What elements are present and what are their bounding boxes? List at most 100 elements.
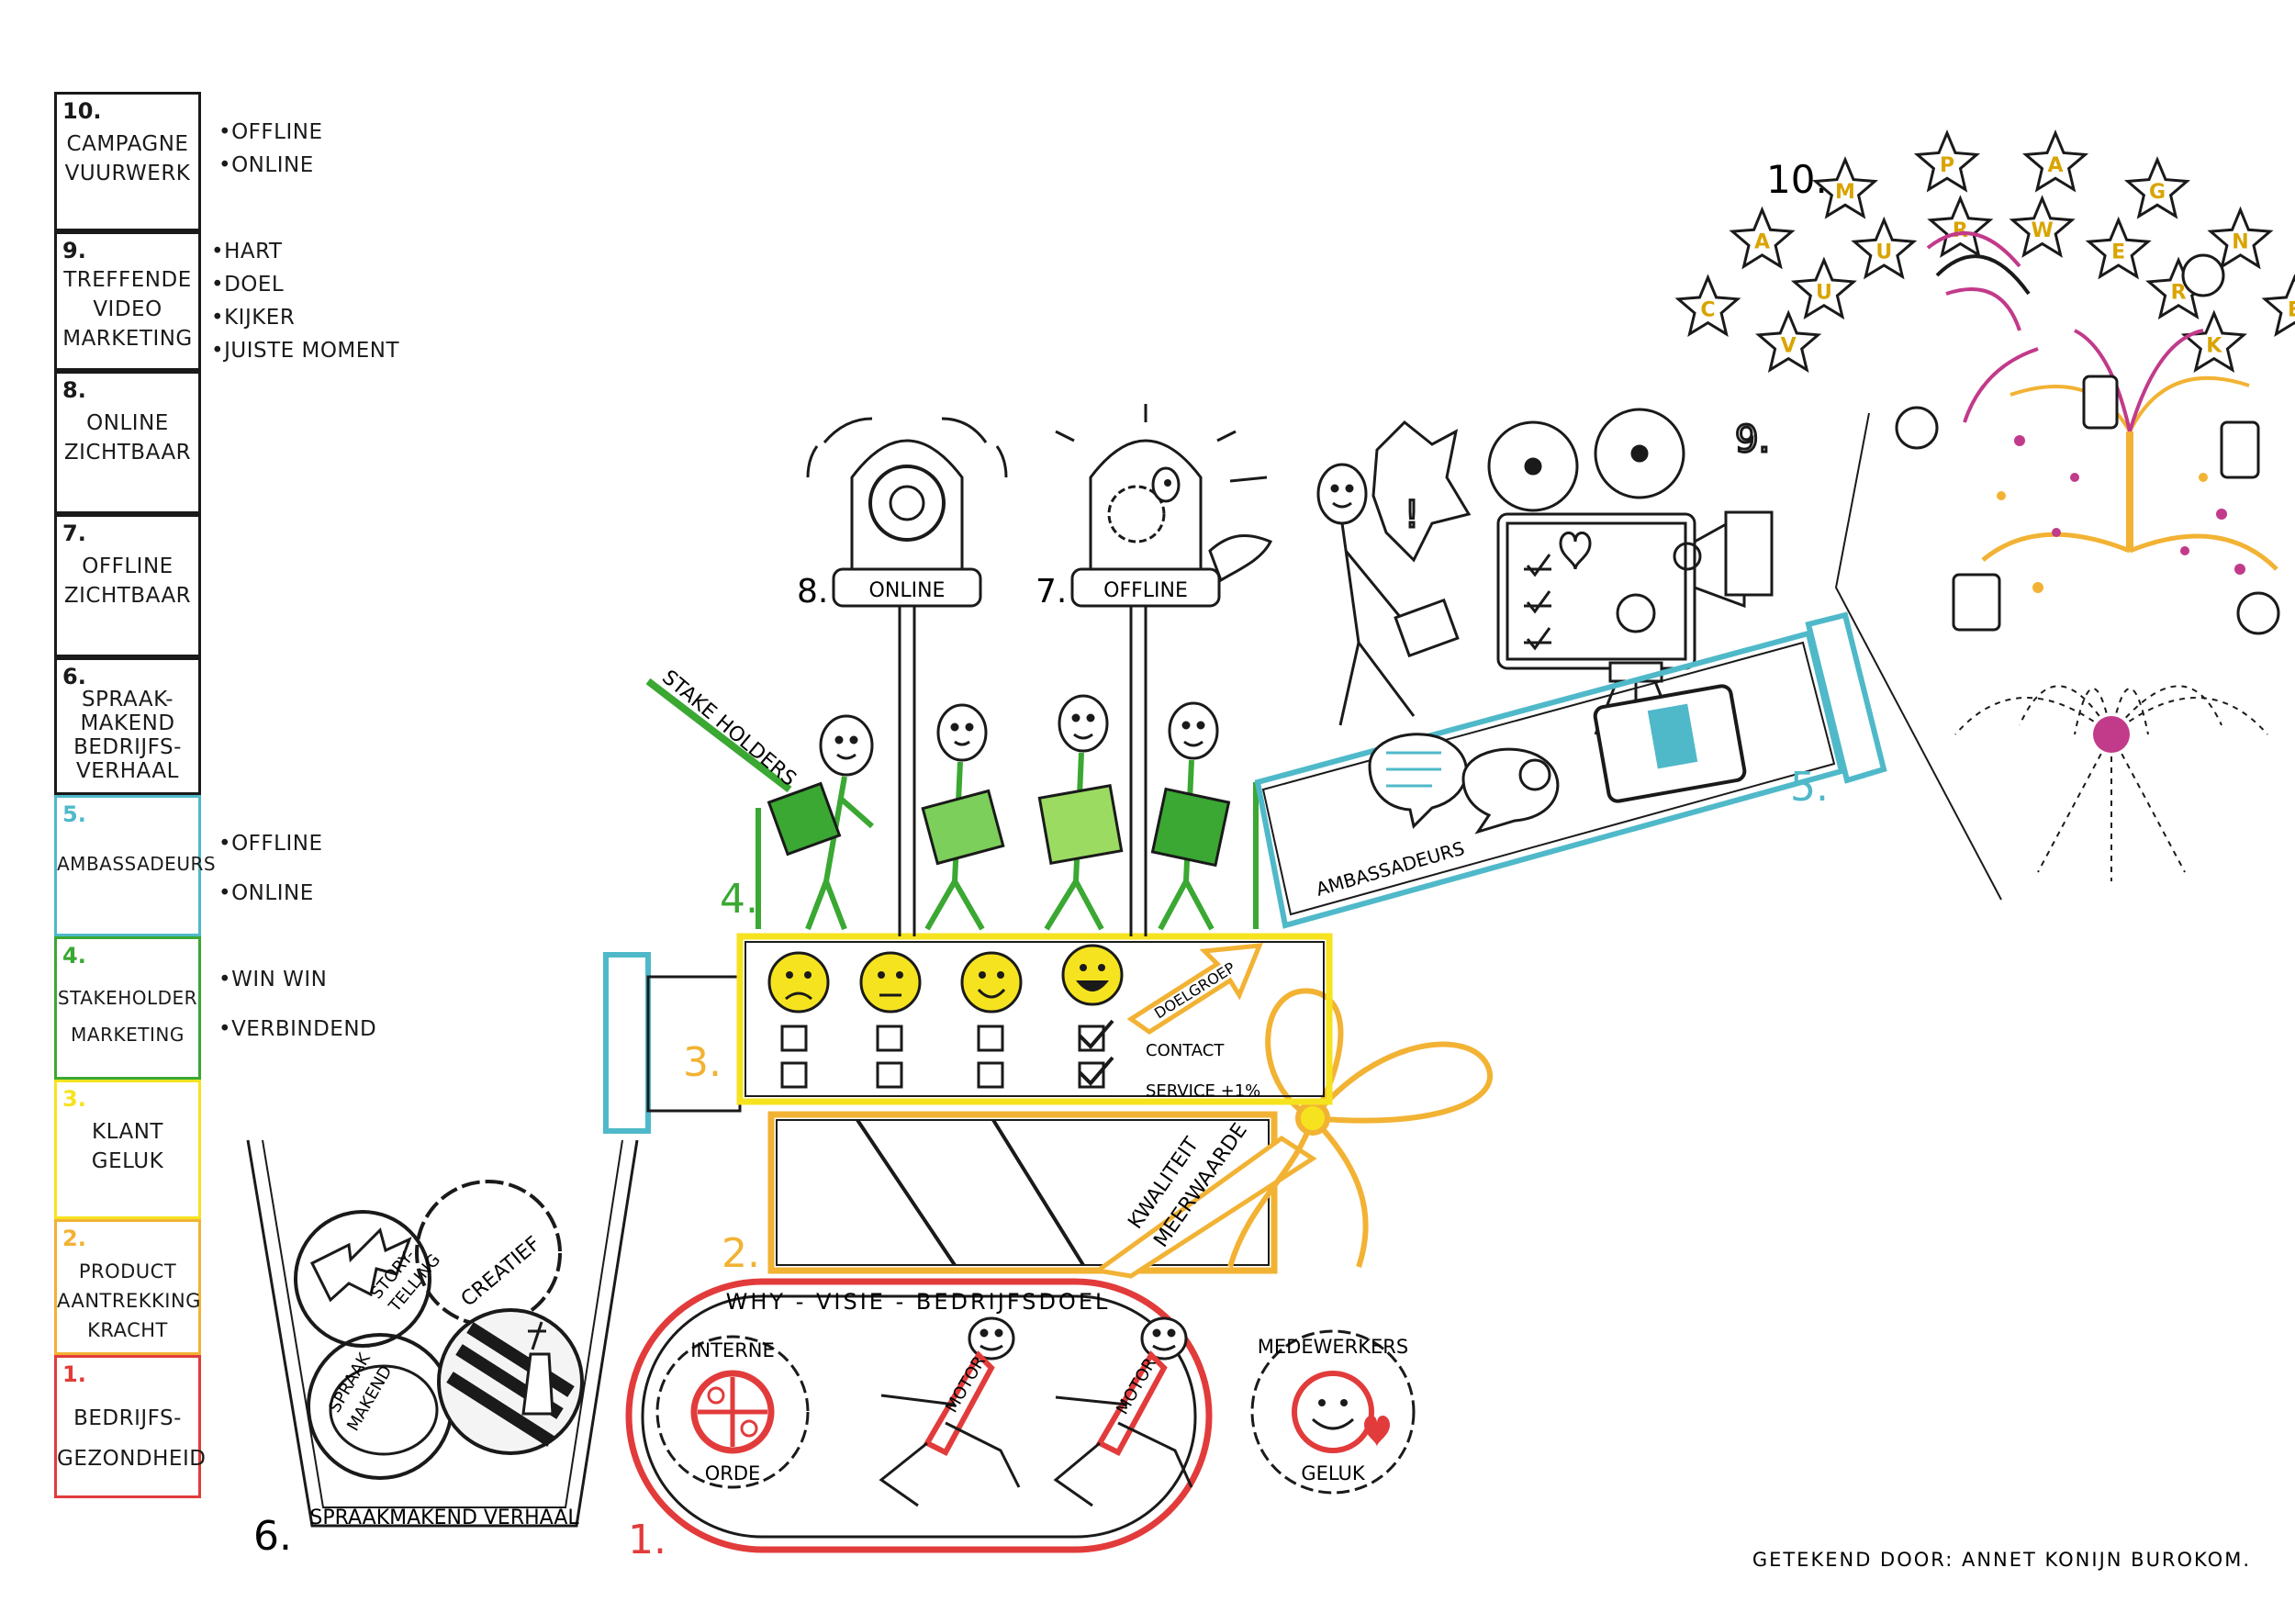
star-icon	[1913, 129, 1981, 193]
bullet-item: JUISTE MOMENT	[211, 334, 399, 367]
legend-cell-stakeholder: 4. STAKEHOLDER MARKETING	[54, 936, 201, 1080]
star-icon	[1755, 309, 1822, 373]
legend-label: KLANT GELUK	[91, 1120, 164, 1173]
chat-bubble-icon	[2181, 253, 2225, 297]
legend-label: ONLINE ZICHTBAAR	[63, 411, 192, 465]
legend-label: PRODUCT AANTREKKING KRACHT	[57, 1260, 201, 1341]
bullet-item: WIN WIN	[218, 955, 376, 1004]
legend-number: 4.	[62, 943, 86, 969]
online-light-text: ONLINE	[869, 579, 946, 602]
star-icon	[2021, 129, 2089, 193]
legend-label: OFFLINE ZICHTBAAR	[63, 554, 192, 608]
idea-figure: !	[1316, 420, 1472, 726]
interne-orde-gear: INTERNE ORDE	[655, 1335, 810, 1489]
step-number-7: 7.	[1036, 573, 1067, 610]
bullet-item: ONLINE	[218, 149, 322, 182]
star-letter: E	[2111, 241, 2125, 264]
smiley-neutral	[859, 951, 922, 1014]
offline-light: OFFLINE 7.	[1036, 404, 1273, 936]
heart-icon	[1559, 532, 1592, 570]
bullet-item: OFFLINE	[218, 819, 322, 868]
stakeholders-label: STAKE HOLDERS	[657, 666, 800, 790]
checkbox-column	[780, 1019, 1114, 1089]
legend-number: 6.	[62, 664, 86, 689]
star-letter: V	[1781, 334, 1797, 357]
legend-cell-offline: 7. OFFLINE ZICHTBAAR	[54, 514, 201, 657]
legend-number: 8.	[62, 377, 86, 403]
legend-label: BEDRIJFS- GEZONDHEID	[57, 1406, 207, 1471]
legend-label: CAMPAGNE VUURWERK	[64, 132, 191, 185]
bullets-campagne: OFFLINE ONLINE	[218, 116, 322, 182]
storytelling-ball	[294, 1210, 431, 1348]
smiley-happy	[960, 951, 1023, 1014]
artist-credit: GETEKEND DOOR: ANNET KONIJN BUROKOM.	[1752, 1549, 2251, 1571]
star-letter: U	[1816, 281, 1832, 304]
star-icon	[2207, 206, 2274, 270]
heart-icon	[1364, 1415, 1390, 1447]
conveyor-outer-outline	[625, 1278, 1213, 1553]
star-letter: R	[2171, 281, 2187, 304]
smiley-sad	[767, 951, 830, 1014]
legend-cell-product: 2. PRODUCT AANTREKKING KRACHT	[54, 1219, 201, 1355]
step-number-6: 6.	[253, 1513, 292, 1560]
legend-label: AMBASSADEURS	[57, 853, 217, 875]
speech-bubble-icon	[1368, 733, 1468, 829]
stakeholder-figure-1	[767, 714, 874, 931]
bullet-item: OFFLINE	[218, 116, 322, 149]
star-letter: P	[1940, 154, 1954, 177]
medewerkers-text: MEDEWERKERS	[1258, 1336, 1408, 1358]
star-letter: K	[2206, 334, 2222, 357]
bucket: SPRAAKMAKEND VERHAAL STORY- TELLING CREA…	[246, 1139, 639, 1560]
creatief-text: CREATIEF	[457, 1232, 545, 1311]
thumbs-up-icon	[1647, 703, 1698, 769]
step-number-10: 10.	[1766, 157, 1828, 202]
motor-runner-1	[879, 1316, 1021, 1507]
video-camera: 9.	[1487, 408, 1774, 735]
doelgroep-arrow-icon	[1126, 943, 1263, 1036]
online-light: ONLINE 8.	[797, 417, 1008, 936]
legend-number: 3.	[62, 1086, 86, 1112]
step-number-9: 9.	[1735, 419, 1770, 461]
legend-cell-campagne: 10. CAMPAGNE VUURWERK	[54, 92, 201, 231]
star-letter: C	[1700, 298, 1715, 321]
star-letter: A	[1754, 231, 1770, 254]
waving-hand-icon	[1208, 533, 1273, 583]
legend-cell-klant: 3. KLANT GELUK	[54, 1080, 201, 1219]
bullets-video: HART DOEL KIJKER JUISTE MOMENT	[211, 235, 399, 367]
legend-label: TREFFENDE VIDEO MARKETING	[62, 268, 193, 351]
legend-number: 5.	[62, 801, 86, 827]
smiley-very-happy	[1061, 944, 1124, 1006]
star-letter: R	[1953, 219, 1968, 242]
star-letter: W	[2031, 219, 2053, 242]
star-icon	[1851, 216, 1918, 280]
chat-bubble-icon	[1895, 406, 1939, 450]
step-number-5: 5.	[1790, 764, 1829, 811]
white-firework-burst	[1954, 685, 2268, 881]
legend-cell-video: 9. TREFFENDE VIDEO MARKETING	[54, 231, 201, 371]
legend-cell-bedrijf: 1. BEDRIJFS- GEZONDHEID	[54, 1355, 207, 1498]
legend-cell-verhaal: 6. SPRAAK- MAKEND BEDRIJFS- VERHAAL	[54, 657, 201, 795]
star-icon	[1927, 195, 1994, 258]
bullet-item: HART	[211, 235, 399, 268]
step-number-1: 1.	[628, 1517, 666, 1563]
stakeholder-figure-4	[1150, 701, 1231, 931]
orde-text: ORDE	[705, 1462, 761, 1484]
star-letter: E	[2288, 298, 2295, 321]
step-number-3: 3.	[683, 1039, 722, 1086]
star-letter: U	[1875, 241, 1892, 264]
bucket-caption: SPRAAKMAKEND VERHAAL	[309, 1506, 579, 1529]
chat-bubble-icon	[2236, 591, 2280, 635]
service-text: SERVICE +1%	[1146, 1081, 1260, 1101]
ribbon-bow	[1227, 988, 1493, 1268]
star-letter: N	[2232, 231, 2248, 254]
stakeholder-figure-3	[1037, 694, 1124, 931]
star-icon	[1811, 156, 1879, 219]
bullet-item: KIJKER	[211, 301, 399, 334]
contact-text: CONTACT	[1146, 1041, 1225, 1060]
step-number-4: 4.	[720, 876, 758, 923]
legend-number: 7.	[62, 521, 86, 546]
stakeholder-figure-2	[921, 703, 1005, 931]
